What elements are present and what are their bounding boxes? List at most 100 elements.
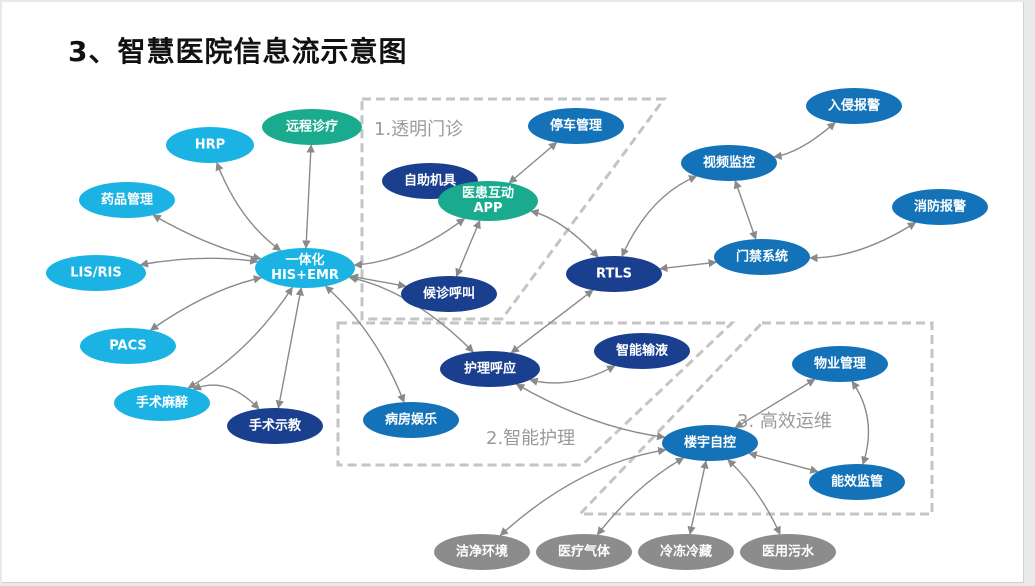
edge-building-energy <box>748 451 819 474</box>
edge-hub-anes <box>187 286 293 389</box>
node-ellipse-drug <box>79 182 175 218</box>
node-label-gas: 医疗气体 <box>558 544 611 560</box>
edge-nurse-infusion <box>529 365 616 386</box>
node-intrusion: 入侵报警 <box>806 88 902 124</box>
node-label-hub: 一体化 <box>285 252 324 268</box>
node-clean: 洁净环境 <box>434 534 530 570</box>
node-label-rtls: RTLS <box>596 267 632 282</box>
edge-building-gas <box>596 457 685 536</box>
node-label-anes: 手术麻醉 <box>136 395 188 411</box>
edge-nurse-building <box>515 383 666 441</box>
node-label-app: APP <box>473 201 502 216</box>
node-ellipse-clean <box>434 534 530 570</box>
edge-property-energy <box>851 380 870 465</box>
node-cold: 冷冻冷藏 <box>638 534 734 570</box>
node-label-access: 门禁系统 <box>736 249 788 265</box>
node-ward: 病房娱乐 <box>363 402 459 438</box>
node-ellipse-rtls <box>566 256 662 292</box>
edge-anes-teach <box>192 382 260 410</box>
node-label-teach: 手术示教 <box>249 418 302 434</box>
edge-video-access <box>733 180 758 240</box>
node-rtls: RTLS <box>566 256 662 292</box>
node-ellipse-video <box>681 145 777 181</box>
node-access: 门禁系统 <box>714 239 810 275</box>
node-ellipse-fire <box>892 189 988 225</box>
node-pacs: PACS <box>80 328 176 364</box>
node-teach: 手术示教 <box>227 408 323 444</box>
node-anes: 手术麻醉 <box>114 385 210 421</box>
node-infusion: 智能输液 <box>594 333 690 369</box>
edge-hub-remote <box>302 144 315 249</box>
edge-rtls-nurse <box>510 289 594 354</box>
edge-hub-app <box>353 218 466 269</box>
edge-building-cold <box>687 460 709 535</box>
edge-video-intrusion <box>773 121 836 160</box>
node-label-fire: 消防报警 <box>914 199 966 215</box>
node-label-intrusion: 入侵报警 <box>828 98 880 114</box>
edge-access-fire <box>809 221 917 263</box>
node-ellipse-infusion <box>594 333 690 369</box>
node-gas: 医疗气体 <box>536 534 632 570</box>
node-ellipse-queue <box>401 276 497 312</box>
region-label-operation: 3. 高效运维 <box>737 411 832 432</box>
node-sewage: 医用污水 <box>740 534 836 570</box>
node-remote: 远程诊疗 <box>262 109 362 145</box>
node-label-nurse: 护理呼应 <box>464 361 516 377</box>
node-label-property: 物业管理 <box>814 356 866 372</box>
node-label-lis: LIS/RIS <box>70 266 121 281</box>
region-label-outpatient: 1.透明门诊 <box>374 119 463 140</box>
node-label-hub: HIS+EMR <box>271 268 339 283</box>
node-label-ward: 病房娱乐 <box>385 412 437 428</box>
node-ellipse-hub <box>255 248 355 288</box>
node-ellipse-cold <box>638 534 734 570</box>
node-video: 视频监控 <box>681 145 777 181</box>
node-label-building: 楼宇自控 <box>684 435 736 451</box>
node-ellipse-building <box>662 425 758 461</box>
node-ellipse-remote <box>262 109 362 145</box>
edge-hub-queue <box>349 273 407 289</box>
edge-rtls-video <box>621 175 698 258</box>
node-label-infusion: 智能输液 <box>616 343 668 359</box>
edge-building-sewage <box>727 459 781 536</box>
page-title: 3、智慧医院信息流示意图 <box>68 35 408 68</box>
edge-hub-ward <box>324 285 406 403</box>
edges-layer <box>139 121 917 536</box>
node-ellipse-parking <box>528 108 624 144</box>
node-ellipse-nurse <box>440 351 540 387</box>
edge-hub-teach <box>275 287 304 409</box>
node-fire: 消防报警 <box>892 189 988 225</box>
node-label-remote: 远程诊疗 <box>286 119 338 135</box>
node-label-pacs: PACS <box>109 339 147 354</box>
node-label-parking: 停车管理 <box>550 118 602 134</box>
nodes-layer: 一体化HIS+EMRHRP远程诊疗药品管理LIS/RISPACS手术麻醉手术示教… <box>46 88 988 570</box>
node-parking: 停车管理 <box>528 108 624 144</box>
info-flow-diagram: 1.透明门诊 2.智能护理 3. 高效运维 一体化HIS+EMRHRP远程诊疗药… <box>46 88 988 570</box>
node-ellipse-pacs <box>80 328 176 364</box>
node-label-sewage: 医用污水 <box>762 544 815 560</box>
node-queue: 候诊呼叫 <box>401 276 497 312</box>
node-lis: LIS/RIS <box>46 255 146 291</box>
node-label-clean: 洁净环境 <box>456 544 508 560</box>
edge-hub-pacs <box>149 275 263 331</box>
node-label-kiosk: 自助机具 <box>404 173 456 189</box>
node-property: 物业管理 <box>792 346 888 382</box>
region-label-nursing: 2.智能护理 <box>486 428 575 449</box>
node-label-hrp: HRP <box>195 138 225 153</box>
node-label-app: 医患互动 <box>462 185 514 201</box>
edge-hub-hrp <box>215 161 282 252</box>
edge-building-clean <box>499 446 667 536</box>
edge-app-rtls <box>530 208 599 258</box>
edge-hub-drug <box>152 214 262 262</box>
node-ellipse-hrp <box>166 127 254 163</box>
node-ellipse-property <box>792 346 888 382</box>
node-ellipse-lis <box>46 255 146 291</box>
node-ellipse-anes <box>114 385 210 421</box>
edge-app-parking <box>508 141 558 184</box>
node-label-queue: 候诊呼叫 <box>423 286 475 302</box>
node-ellipse-ward <box>363 402 459 438</box>
node-label-video: 视频监控 <box>703 155 755 171</box>
node-ellipse-teach <box>227 408 323 444</box>
